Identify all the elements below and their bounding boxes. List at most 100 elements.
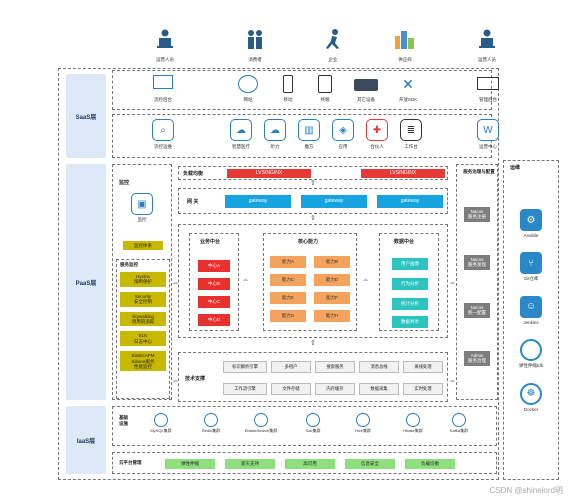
app-ops-center[interactable]: W 运营中心 bbox=[468, 119, 508, 149]
business-panel: 业务中台 中心A 中心B 中心C 中心D bbox=[189, 233, 239, 331]
client-mobile[interactable]: 移动 bbox=[268, 75, 308, 102]
capability-g[interactable]: 能力G bbox=[270, 310, 306, 322]
center-d[interactable]: 中心D bbox=[198, 314, 230, 326]
arrow-monitor-tech: ⇔ bbox=[172, 378, 179, 385]
tech-workflow[interactable]: 工作流引擎 bbox=[223, 383, 267, 395]
kafka-cluster[interactable]: Kafka集群 bbox=[439, 413, 479, 434]
tech-message-bus[interactable]: 消息总线 bbox=[359, 361, 399, 373]
data-sharing[interactable]: 数据共享 bbox=[392, 316, 428, 328]
nacos-register[interactable]: Nacos 服务注册 bbox=[464, 207, 490, 222]
main-frame bbox=[58, 68, 499, 480]
tools-icon: ✕ bbox=[402, 76, 414, 92]
client-web[interactable]: 网站 bbox=[228, 75, 268, 102]
role-label: 消费者 bbox=[248, 57, 262, 62]
tablet-icon bbox=[318, 75, 332, 93]
apps-row: ⌕ 流控运维 ☁ 智慧医疗 ☁ 听力 ▥ 魔方 ◈ 应用 ✚ 合伙人 ≣ 工作台… bbox=[112, 114, 499, 158]
buildings-icon bbox=[395, 31, 414, 49]
role-label: 运营人员 bbox=[156, 57, 174, 62]
tech-data-collection[interactable]: 数据采集 bbox=[359, 383, 399, 395]
security-item[interactable]: Security 安全控制 bbox=[120, 291, 166, 307]
load-balance[interactable]: 负载均衡 bbox=[405, 459, 455, 469]
hbase-cluster[interactable]: Hbase集群 bbox=[393, 413, 433, 434]
role-label: 运营人员 bbox=[478, 57, 496, 62]
capability-f[interactable]: 能力F bbox=[314, 292, 350, 304]
nacos-discover[interactable]: Nacos 服务发现 bbox=[464, 255, 490, 270]
gateway-1[interactable]: gateway bbox=[225, 195, 291, 208]
ops-git[interactable]: ⑂ Git仓库 bbox=[506, 252, 556, 281]
elastic-apm-item[interactable]: ElasticAPM Kibana服务 性能监控 bbox=[120, 351, 166, 372]
capability-d[interactable]: 能力D bbox=[314, 274, 350, 286]
monitor-icon: ▣ bbox=[131, 193, 153, 215]
elastic-scaling[interactable]: 弹性伸缩 bbox=[165, 459, 215, 469]
service-monitor-box: 服务监控 Hystrix 熔断保护 Security 安全控制 skywalki… bbox=[116, 259, 170, 399]
app-hearing[interactable]: ☁ 听力 bbox=[255, 119, 295, 149]
solr-cluster[interactable]: Solr集群 bbox=[293, 413, 333, 434]
hive-cluster[interactable]: Hive集群 bbox=[343, 413, 383, 434]
skywalking-item[interactable]: skywalking 调用链追踪 bbox=[120, 311, 166, 327]
hystrix-item[interactable]: Hystrix 熔断保护 bbox=[120, 272, 166, 287]
monitor-system[interactable]: 监控体系 bbox=[123, 241, 163, 251]
admin-governance[interactable]: Admin 服务治理 bbox=[464, 351, 490, 366]
center-a[interactable]: 中心A bbox=[198, 260, 230, 272]
monitor-node[interactable]: ▣ 监控 bbox=[127, 193, 157, 222]
app-partner[interactable]: ✚ 合伙人 bbox=[357, 119, 397, 149]
client-flow-admin[interactable]: 流控后台 bbox=[143, 75, 183, 102]
elasticsearch-cluster[interactable]: ElasticSearch集群 bbox=[241, 413, 281, 434]
monitor-icon bbox=[153, 75, 173, 89]
arrow-middle-tech: ⇧ bbox=[310, 340, 316, 347]
lb-right[interactable]: LVS/NGINX bbox=[361, 169, 445, 178]
center-c[interactable]: 中心C bbox=[198, 296, 230, 308]
app-workbench[interactable]: ≣ 工作台 bbox=[391, 119, 431, 149]
gateway-2[interactable]: gateway bbox=[301, 195, 367, 208]
tech-multitenant[interactable]: 多租户 bbox=[271, 361, 311, 373]
info-security[interactable]: 信息安全 bbox=[345, 459, 395, 469]
tech-search[interactable]: 搜索服务 bbox=[315, 361, 355, 373]
capability-a[interactable]: 能力A bbox=[270, 256, 306, 268]
client-other-devices[interactable]: 其它设备 bbox=[346, 75, 386, 102]
nacos-config[interactable]: Nacos 统一配置 bbox=[464, 303, 490, 318]
app-application[interactable]: ◈ 应用 bbox=[323, 119, 363, 149]
capability-e[interactable]: 能力E bbox=[270, 292, 306, 304]
tech-memory-cache[interactable]: 内存缓存 bbox=[315, 383, 355, 395]
high-availability[interactable]: 高可用 bbox=[285, 459, 335, 469]
app-cube[interactable]: ▥ 魔方 bbox=[289, 119, 329, 149]
iaas-layer-label: IaaS层 bbox=[66, 406, 106, 474]
cloud-panel: 云平台管理 弹性伸缩 容灾支持 高可用 信息安全 负载均衡 bbox=[112, 452, 497, 474]
database-icon bbox=[154, 413, 168, 427]
lb-left[interactable]: LVS/NGINX bbox=[227, 169, 311, 178]
kafka-icon bbox=[452, 413, 466, 427]
tech-offline[interactable]: 离线处理 bbox=[403, 361, 443, 373]
capability-c[interactable]: 能力C bbox=[270, 274, 306, 286]
role-consumer: 消费者 bbox=[230, 28, 280, 63]
lb-row: 负载均衡 LVS/NGINX LVS/NGINX bbox=[178, 166, 448, 180]
stat-analysis[interactable]: 统计分析 bbox=[392, 298, 428, 310]
watermark: CSDN @shinelord明 bbox=[489, 486, 563, 495]
ops-ansible[interactable]: ⚙ Ansible bbox=[506, 209, 556, 238]
gateway-3[interactable]: gateway bbox=[377, 195, 443, 208]
capability-b[interactable]: 能力B bbox=[314, 256, 350, 268]
center-b[interactable]: 中心B bbox=[198, 278, 230, 290]
data-panel: 数据中台 用户画像 行为分析 统计分析 数据共享 bbox=[379, 233, 439, 331]
capability-h[interactable]: 能力H bbox=[314, 310, 350, 322]
tech-file-storage[interactable]: 文件存储 bbox=[271, 383, 311, 395]
behavior-analysis[interactable]: 行为分析 bbox=[392, 278, 428, 290]
disaster-recovery[interactable]: 容灾支持 bbox=[225, 459, 275, 469]
role-supplier: 供应商 bbox=[380, 28, 430, 63]
client-admin[interactable]: 管理后台 bbox=[468, 75, 508, 102]
ops-jenkins[interactable]: ☺ Jenkins bbox=[506, 295, 556, 325]
ops-docker[interactable]: ☸ Docker bbox=[506, 382, 556, 412]
redis-cluster[interactable]: Redis集群 bbox=[191, 413, 231, 434]
mysql-cluster[interactable]: MySQL集群 bbox=[141, 413, 181, 434]
gateway-row: 网 关 gateway gateway gateway bbox=[178, 188, 448, 214]
sun-icon bbox=[306, 413, 320, 427]
elk-item[interactable]: ELK 日志中心 bbox=[120, 331, 166, 347]
ops-elastic[interactable]: 弹性伸缩Elk bbox=[506, 339, 556, 368]
tech-id-engine[interactable]: 标识解析引擎 bbox=[223, 361, 267, 373]
app-medical[interactable]: ☁ 智慧医疗 bbox=[221, 119, 261, 149]
user-profile[interactable]: 用户画像 bbox=[392, 258, 428, 270]
tech-realtime[interactable]: 实时处理 bbox=[403, 383, 443, 395]
client-open-sdk[interactable]: ✕ 开放SDK bbox=[398, 76, 418, 102]
client-terminal[interactable]: 终端 bbox=[305, 75, 345, 102]
app-flow-ops[interactable]: ⌕ 流控运维 bbox=[143, 119, 183, 149]
governance-title: 服务治理与配置 bbox=[463, 169, 495, 174]
